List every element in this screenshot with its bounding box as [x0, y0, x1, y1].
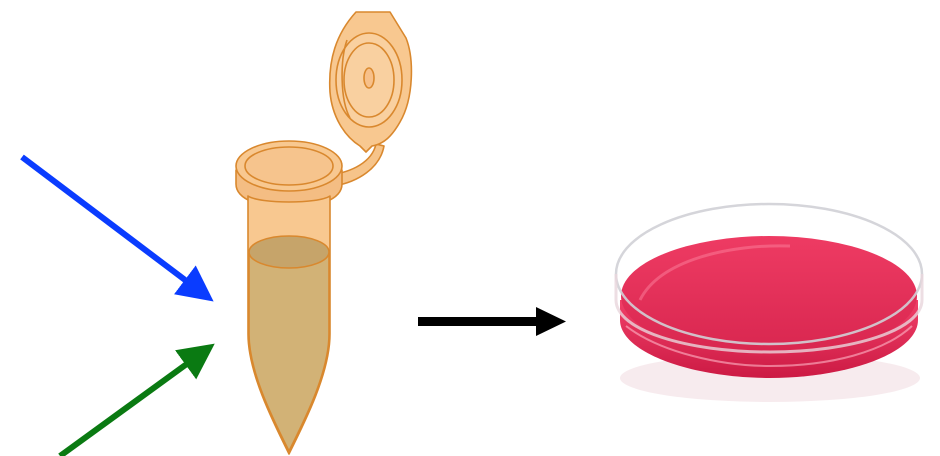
output-arrow	[418, 307, 566, 336]
blue-input-arrow	[22, 157, 205, 295]
tube-liquid	[249, 236, 329, 451]
microcentrifuge-tube	[236, 12, 411, 454]
green-input-arrow	[60, 350, 206, 456]
tube-cap	[330, 12, 412, 152]
petri-dish	[616, 204, 922, 402]
